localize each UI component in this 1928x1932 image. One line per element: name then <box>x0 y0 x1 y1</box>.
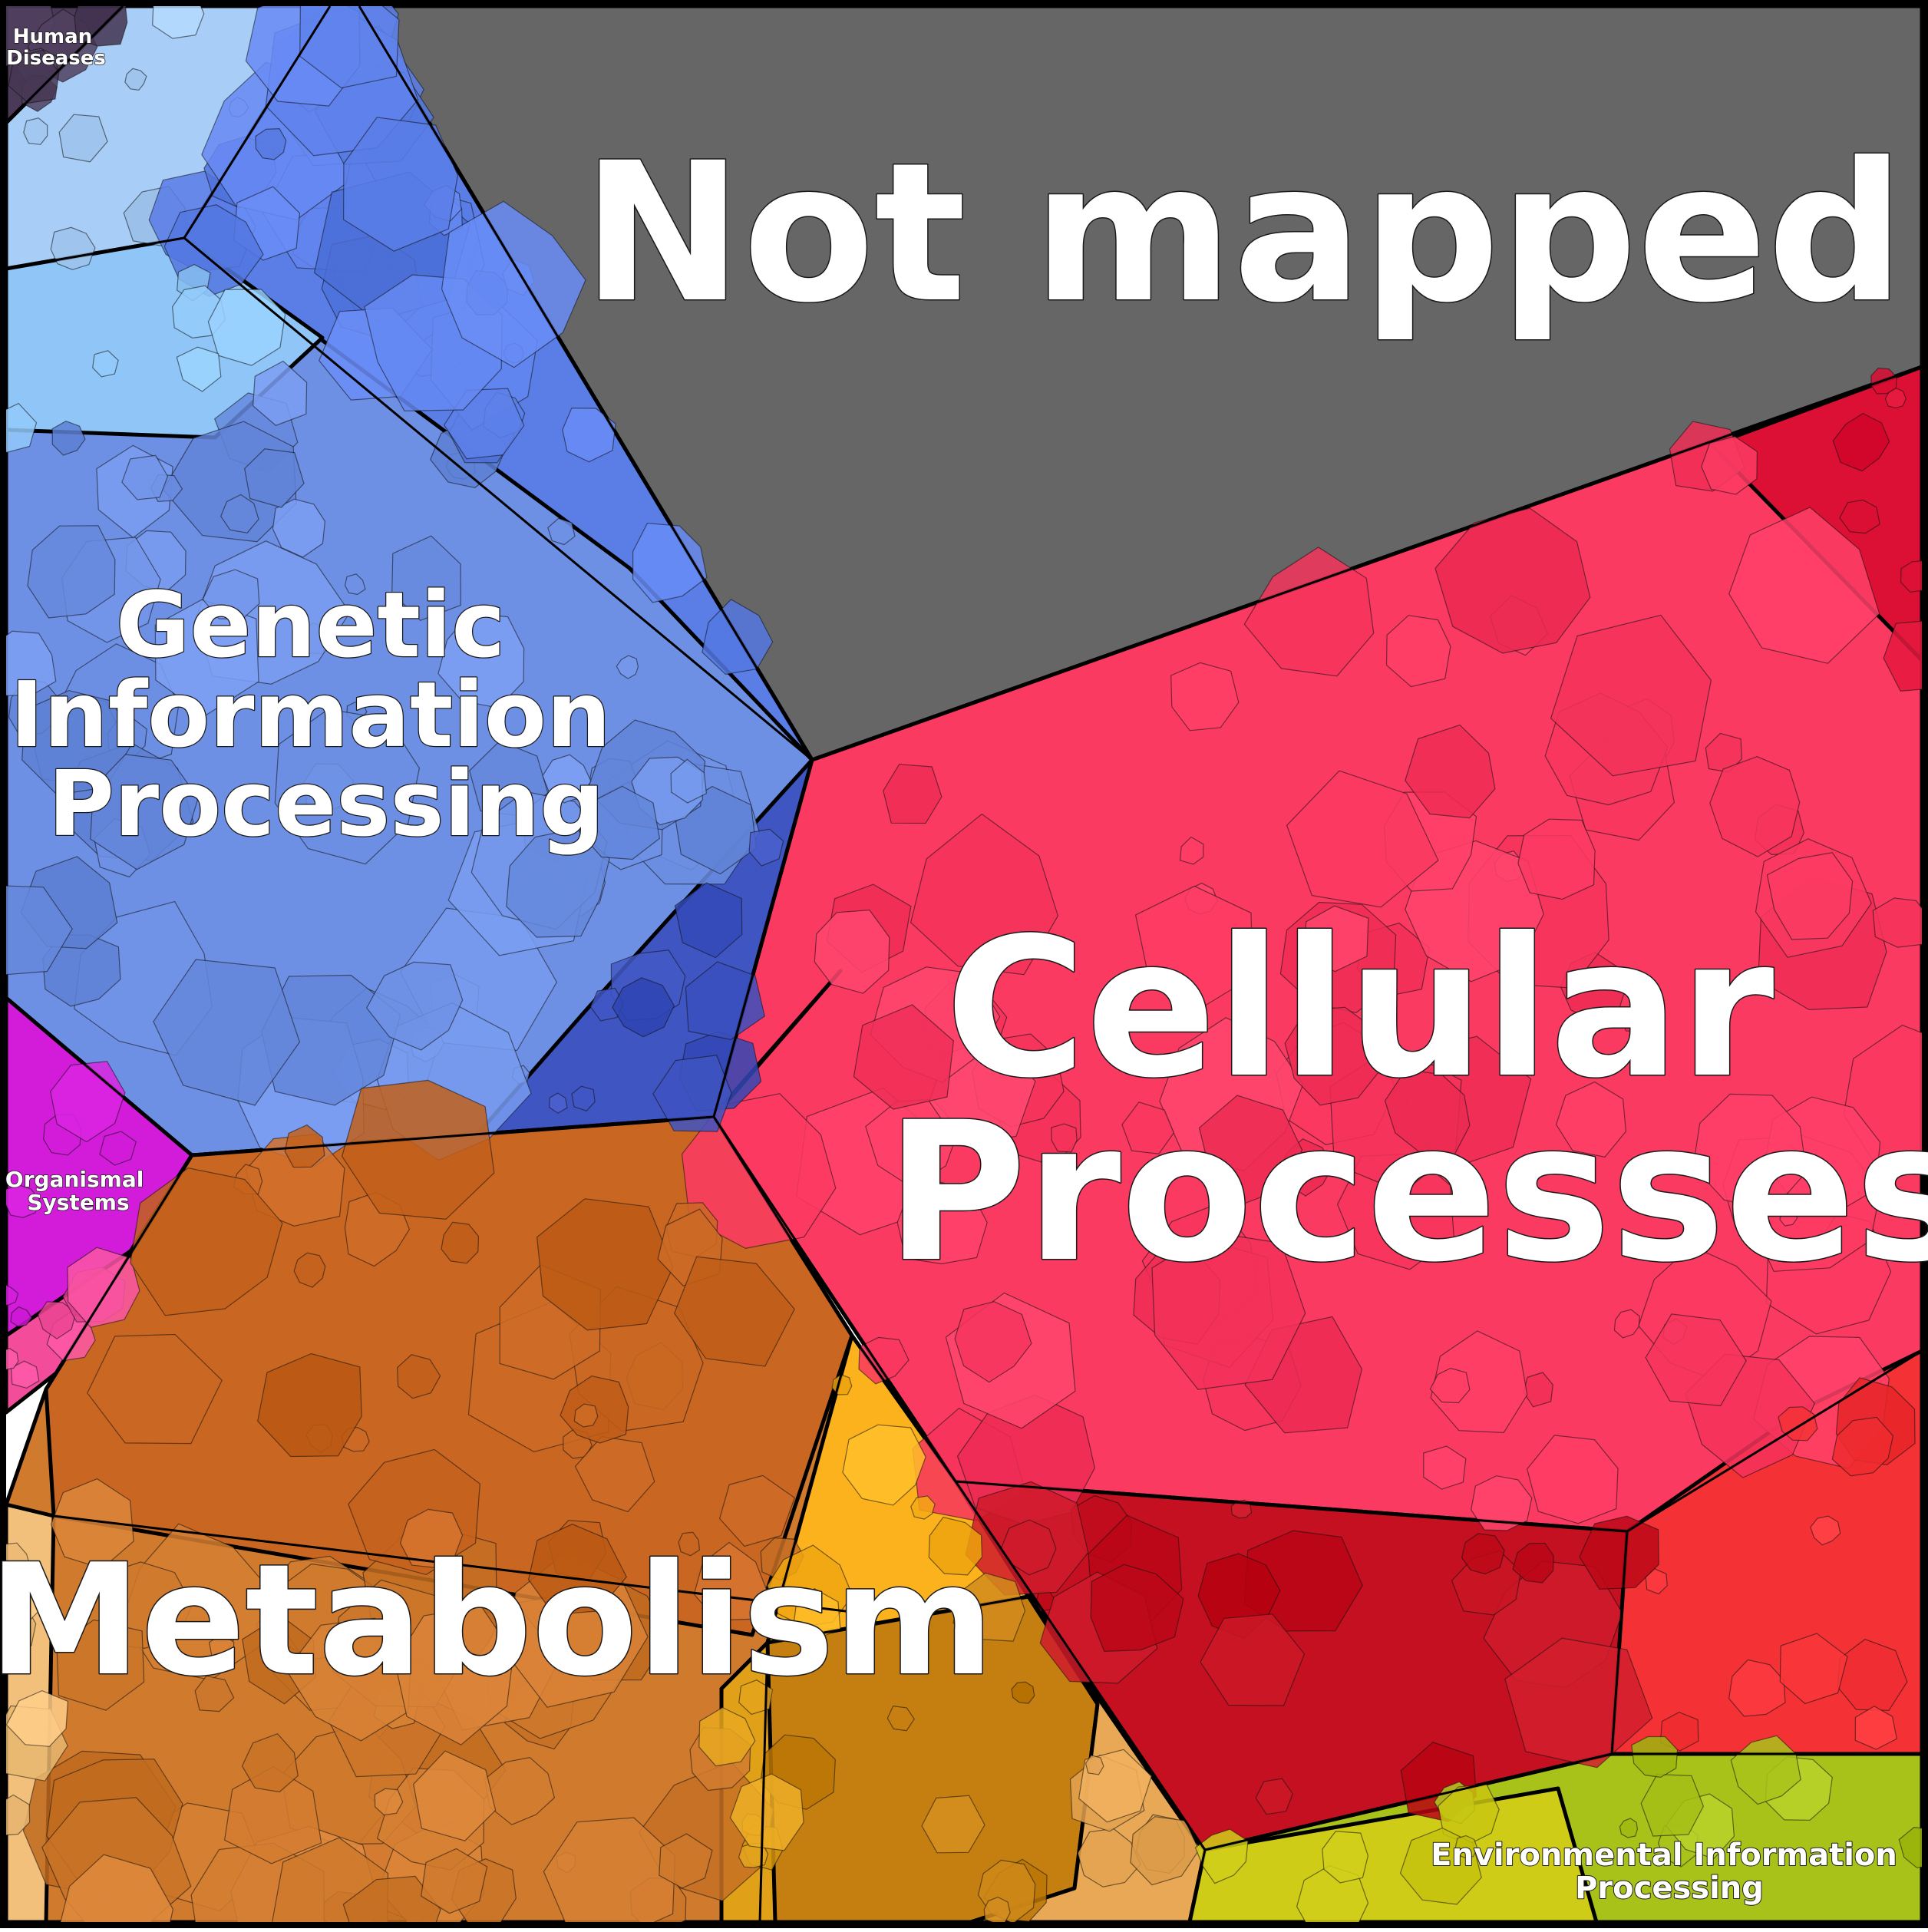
label-not-mapped: Not mapped <box>582 121 1904 345</box>
mosaic-cell <box>24 118 48 145</box>
label-cellular-line-2: Processes <box>886 1081 1928 1304</box>
label-environmental-line-1: Environmental Information <box>1431 1838 1897 1873</box>
label-organismal-systems: Organismal Systems <box>5 1167 151 1215</box>
label-environmental-line-2: Processing <box>1575 1871 1764 1906</box>
label-human-line-1: Human <box>13 25 92 48</box>
mosaic-cell <box>1873 898 1928 947</box>
label-genetic-line-3: Processing <box>48 751 604 857</box>
label-organismal-line-2: Systems <box>27 1190 129 1215</box>
mosaic-cell <box>984 1897 1010 1924</box>
label-metabolism: Metabolism <box>0 1531 994 1710</box>
mosaic-cell <box>1518 819 1595 899</box>
label-human-line-2: Diseases <box>6 47 106 70</box>
label-organismal-line-1: Organismal <box>5 1167 144 1192</box>
label-human-diseases: Human Diseases <box>6 25 106 70</box>
label-cellular-processes: Cellular Processes <box>886 897 1928 1304</box>
